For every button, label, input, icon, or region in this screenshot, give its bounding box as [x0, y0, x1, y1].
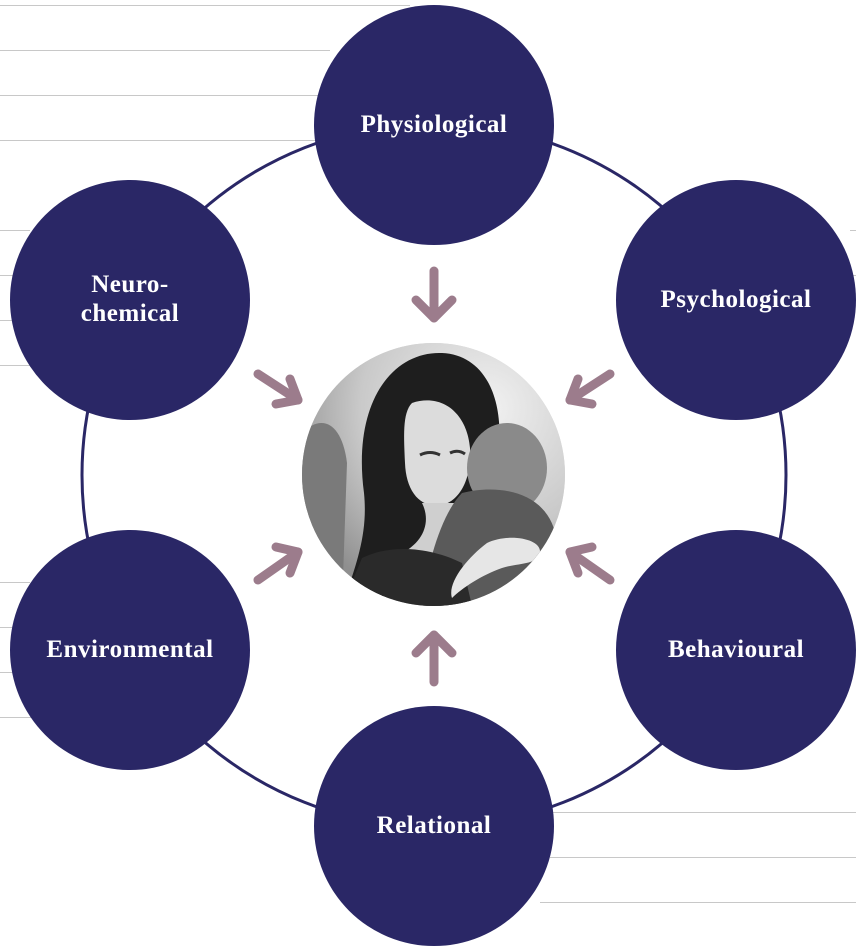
node-label: Relational — [376, 811, 492, 839]
arrow-icon — [411, 630, 457, 687]
node-label: Environmental — [46, 635, 214, 663]
bg-line — [0, 717, 40, 718]
bg-line — [0, 50, 330, 51]
arrow-icon — [253, 542, 303, 585]
node-label-line: chemical — [80, 300, 180, 327]
bg-line — [0, 230, 30, 231]
bg-line — [0, 275, 20, 276]
node-physiological: Physiological — [314, 5, 554, 245]
node-behavioural: Behavioural — [616, 530, 856, 770]
mother-and-baby-photo — [302, 343, 565, 606]
center-photo — [302, 343, 565, 606]
arrow-icon — [565, 542, 615, 585]
node-label-line: Neuro- — [91, 271, 169, 299]
bg-line — [850, 230, 856, 231]
node-label: Neuro- chemical — [81, 271, 179, 329]
node-relational: Relational — [314, 706, 554, 946]
bg-line — [0, 5, 410, 6]
node-label: Behavioural — [667, 635, 805, 663]
arrow-icon — [565, 369, 615, 409]
bg-line — [550, 812, 856, 813]
bg-line — [0, 627, 15, 628]
bg-line — [0, 95, 320, 96]
node-neurochemical: Neuro- chemical — [10, 180, 250, 420]
node-label: Physiological — [360, 110, 508, 138]
bg-line — [0, 140, 320, 141]
node-environmental: Environmental — [10, 530, 250, 770]
bg-line — [550, 857, 856, 858]
arrow-icon — [411, 266, 457, 323]
bg-line — [0, 320, 20, 321]
bg-line — [0, 582, 30, 583]
bg-line — [540, 902, 856, 903]
bg-line — [0, 365, 30, 366]
node-psychological: Psychological — [616, 180, 856, 420]
bg-line — [0, 672, 15, 673]
node-label: Psychological — [660, 285, 812, 313]
arrow-icon — [253, 369, 303, 409]
